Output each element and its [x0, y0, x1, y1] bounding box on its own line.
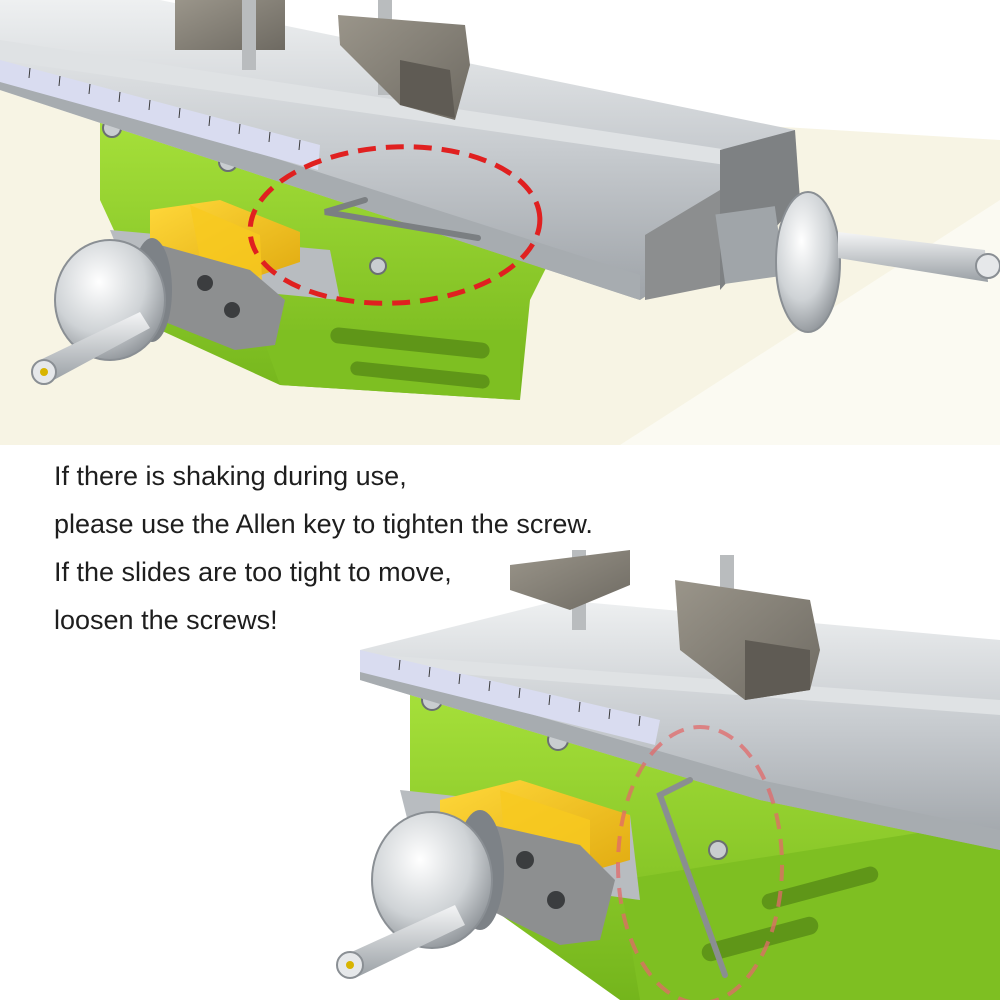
front-crank-handle	[40, 312, 150, 382]
instruction-caption: If there is shaking during use, please u…	[54, 452, 754, 644]
front-crank-handle-bottom	[345, 905, 465, 978]
bottom-photo	[0, 445, 1000, 1000]
caption-line-3: If the slides are too tight to move,	[54, 557, 452, 587]
caption-line-4: loosen the screws!	[54, 605, 278, 635]
right-handwheel	[775, 191, 841, 333]
bottom-rail	[360, 600, 1000, 850]
caption-line-1: If there is shaking during use,	[54, 461, 407, 491]
front-handwheel-bottom	[371, 811, 493, 949]
top-clamp-right	[338, 0, 470, 120]
right-crank-handle	[838, 232, 988, 282]
allen-key-bottom	[656, 777, 728, 978]
allen-key-top	[324, 197, 481, 241]
scale-ruler-bottom	[360, 650, 660, 745]
scale-ruler	[0, 60, 320, 170]
bottom-clamp-right	[675, 555, 820, 700]
bottom-clamp-left	[510, 550, 630, 630]
top-photo	[0, 0, 1000, 445]
highlight-circle-top	[247, 144, 543, 306]
top-clamp-left	[175, 0, 285, 70]
highlight-circle-bottom	[616, 725, 784, 1000]
caption-line-2: please use the Allen key to tighten the …	[54, 509, 593, 539]
